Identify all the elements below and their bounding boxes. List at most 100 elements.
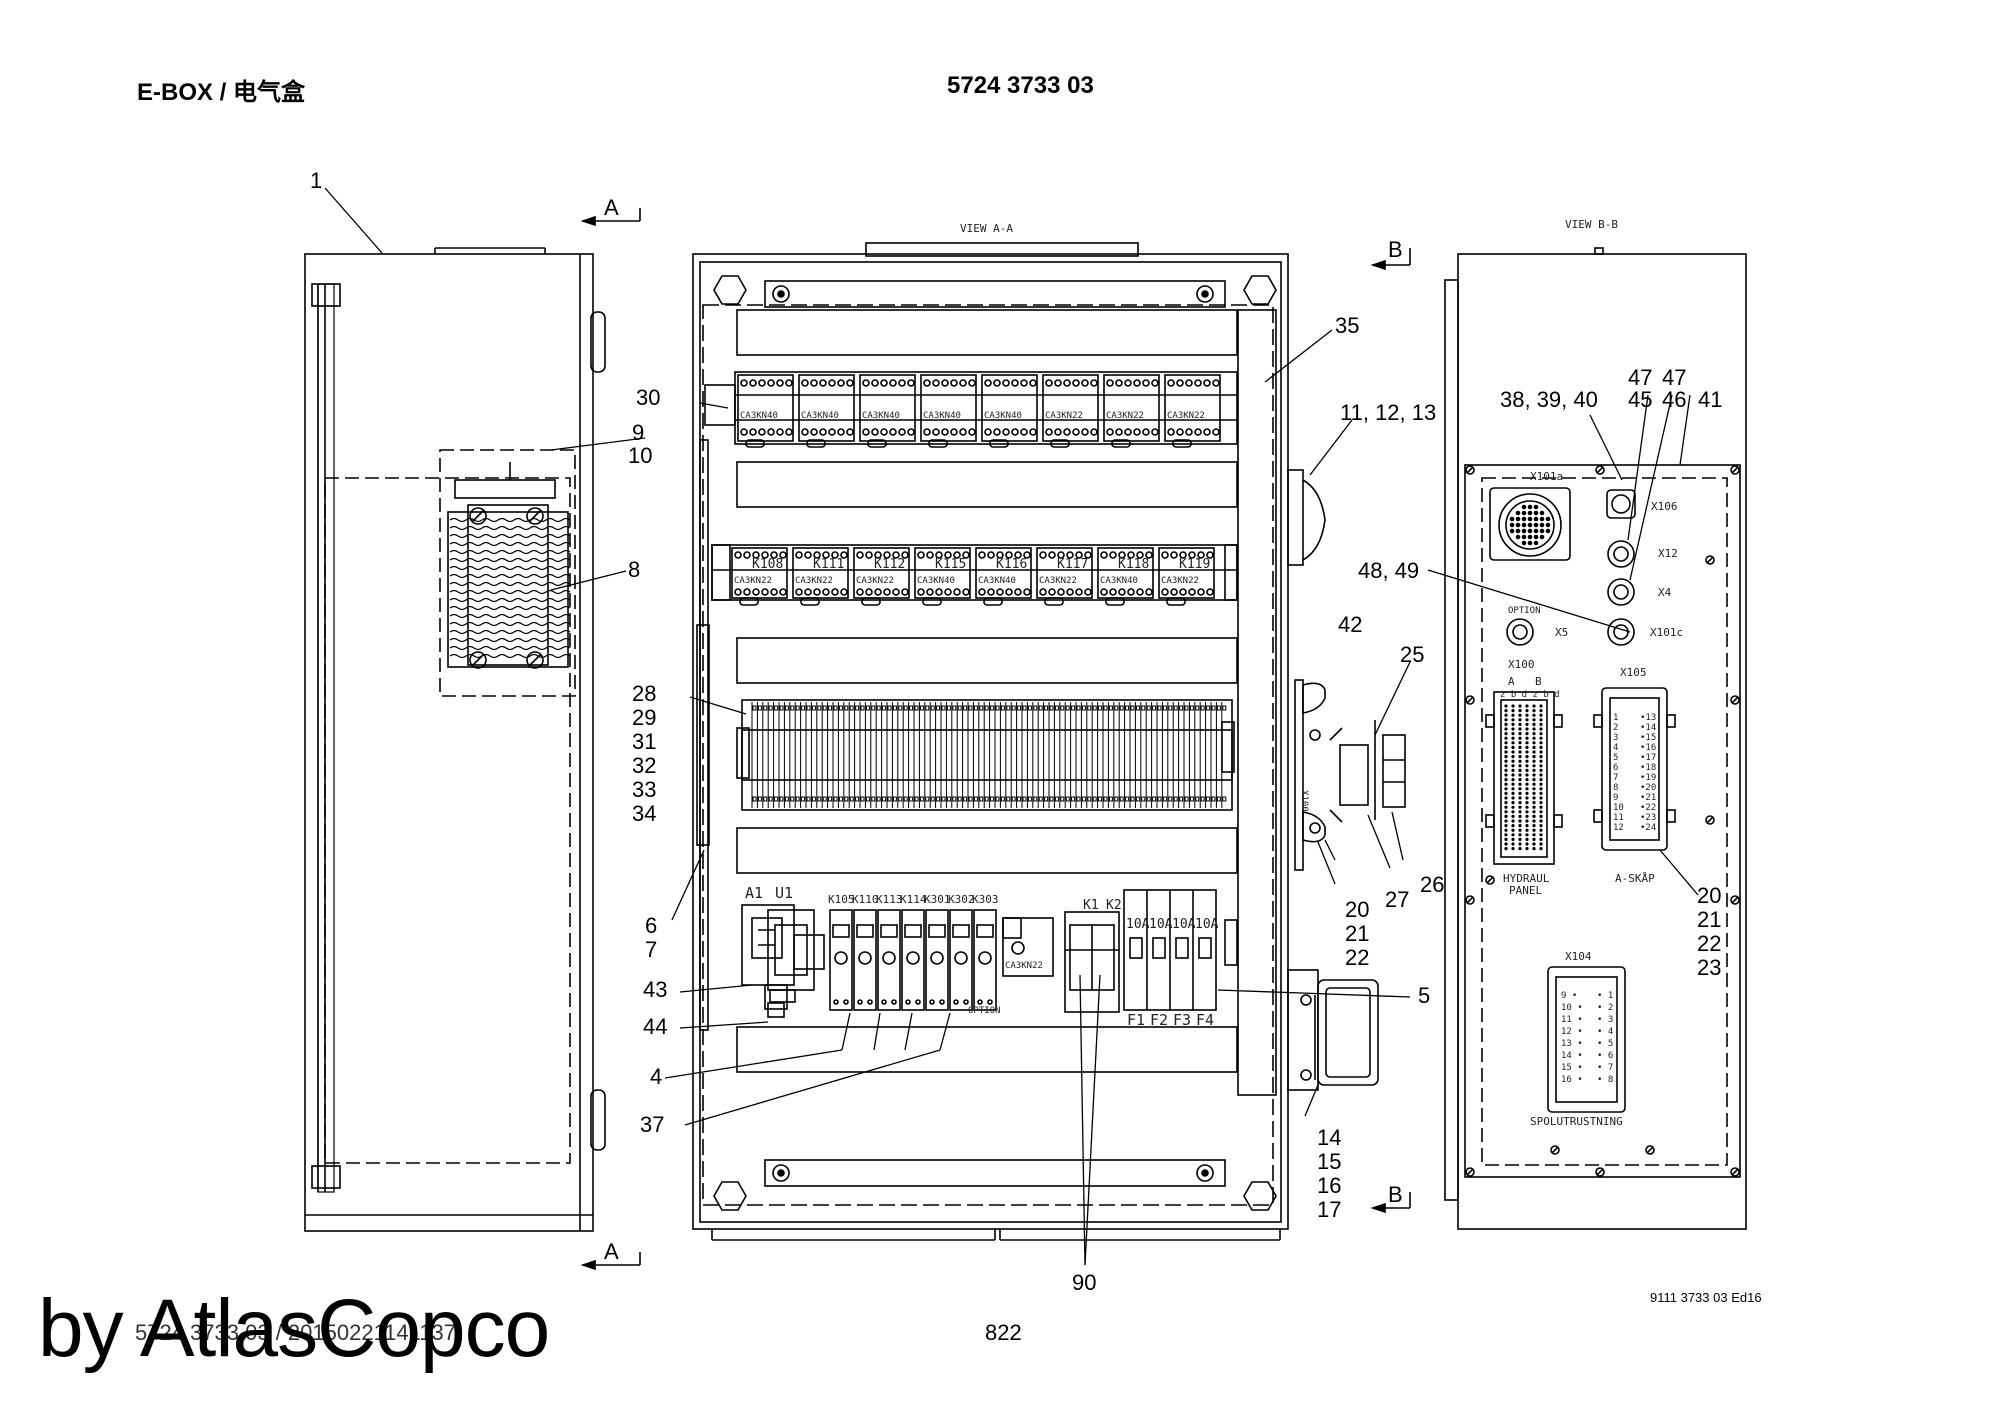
connector-pin <box>1511 713 1515 717</box>
connector-pin <box>1511 833 1515 837</box>
connector-pin <box>1518 708 1522 713</box>
connector-pin <box>1518 842 1522 846</box>
relay-window <box>856 924 874 938</box>
terminal-clamp <box>790 796 795 802</box>
relay-module <box>737 374 794 442</box>
terminal-screw <box>905 999 911 1005</box>
connector-pin <box>1532 759 1536 763</box>
terminal-screw <box>1197 551 1205 559</box>
terminal-screw <box>883 551 891 559</box>
terminal-block-row <box>736 699 1235 811</box>
connector-pin <box>1511 741 1515 745</box>
terminal-screw <box>1179 551 1187 559</box>
terminal-screw <box>1014 588 1022 596</box>
connector-pin <box>1532 754 1536 759</box>
terminal-clamp <box>1189 705 1194 711</box>
terminal-screw <box>822 588 830 596</box>
terminal-clamp <box>1038 705 1043 711</box>
connector-pin <box>1539 510 1545 516</box>
connector-pin <box>1539 782 1543 786</box>
pin-number: •24 <box>1640 823 1656 833</box>
terminal-clamp <box>1044 705 1049 711</box>
terminal-screw <box>1188 588 1196 596</box>
terminal-clamp <box>1130 705 1135 711</box>
connector-pin <box>1539 787 1543 791</box>
connector-pin <box>1525 777 1529 782</box>
relay-type-label: CA3KN22 <box>1106 411 1144 421</box>
terminal-screw <box>831 551 839 559</box>
terminal-clamp <box>871 796 876 802</box>
connector-pin <box>1545 522 1551 528</box>
pin-number: • 7 <box>1597 1063 1613 1073</box>
relay-module <box>1103 374 1160 442</box>
terminal-clamp <box>817 796 822 802</box>
connector-pin <box>1511 846 1515 851</box>
terminal-screw <box>740 428 748 436</box>
terminal-clamp <box>1125 705 1130 711</box>
connector-pin <box>1539 731 1543 736</box>
connector-pin <box>1511 704 1515 708</box>
connector-pin <box>1539 773 1543 777</box>
terminal-clamp <box>1184 796 1189 802</box>
terminal-clamp <box>1081 796 1086 802</box>
screw-slot <box>1466 696 1474 704</box>
relay-clip <box>745 439 765 448</box>
terminal-clamp <box>963 705 968 711</box>
terminal-screw <box>1136 551 1144 559</box>
terminal-clamp <box>1000 796 1005 802</box>
connector-pin <box>1532 704 1536 708</box>
terminal-screw <box>939 999 945 1005</box>
connector-pin <box>1504 764 1508 768</box>
terminal-clamp <box>903 796 908 802</box>
terminal-screw <box>795 588 803 596</box>
terminal-screw <box>881 999 887 1005</box>
view-aa-label: VIEW A-A <box>960 222 1013 235</box>
terminal-clamp <box>768 796 773 802</box>
connector-pin <box>1532 842 1536 846</box>
terminal-screw <box>1057 551 1065 559</box>
connector-pin <box>1539 722 1543 727</box>
connector-pin <box>1518 819 1522 823</box>
relay-type-label: CA3KN40 <box>917 576 955 586</box>
terminal-clamp <box>784 705 789 711</box>
connector-pin <box>1504 814 1508 819</box>
panel-screw <box>1730 465 1740 475</box>
terminal-screw <box>1124 428 1132 436</box>
connector-pin <box>1518 727 1522 731</box>
terminal-clamp <box>1114 705 1119 711</box>
connector-pin <box>1518 787 1522 791</box>
terminal-screw <box>1106 428 1114 436</box>
terminal-screw <box>857 999 863 1005</box>
callout-1: 1 <box>310 168 322 193</box>
pin-number: 7 <box>1613 773 1618 783</box>
terminal-screw <box>923 428 931 436</box>
relay-type-label: CA3KN40 <box>923 411 961 421</box>
connector-pin <box>1525 787 1529 791</box>
connector-pin <box>1539 759 1543 763</box>
relay-window <box>832 924 850 938</box>
view-a-a-panel <box>692 242 1289 1241</box>
terminal-screw <box>891 999 897 1005</box>
terminal-clamp <box>774 705 779 711</box>
terminal-screw <box>867 999 873 1005</box>
terminal-screw <box>968 379 976 387</box>
terminal-screw <box>1100 551 1108 559</box>
callout-44: 44 <box>643 1014 667 1039</box>
terminal-clamp <box>963 796 968 802</box>
callout-45: 45 <box>1628 387 1652 412</box>
terminal-clamp <box>995 796 1000 802</box>
fuse-rating: 10A <box>1172 917 1196 932</box>
terminal-clamp <box>925 705 930 711</box>
terminal-screw <box>1020 379 1028 387</box>
connector-pin <box>1518 741 1522 745</box>
interface-relay <box>949 909 973 1011</box>
terminal-screw <box>1002 428 1010 436</box>
terminal-clamp <box>995 705 1000 711</box>
screw-slot <box>1596 1168 1604 1176</box>
terminal-clamp <box>1038 796 1043 802</box>
connector-pin <box>1518 745 1522 750</box>
panel-screw <box>1550 1145 1560 1155</box>
connector-pin <box>1545 528 1551 534</box>
terminal-clamp <box>1179 705 1184 711</box>
connector-pin <box>1532 819 1536 823</box>
